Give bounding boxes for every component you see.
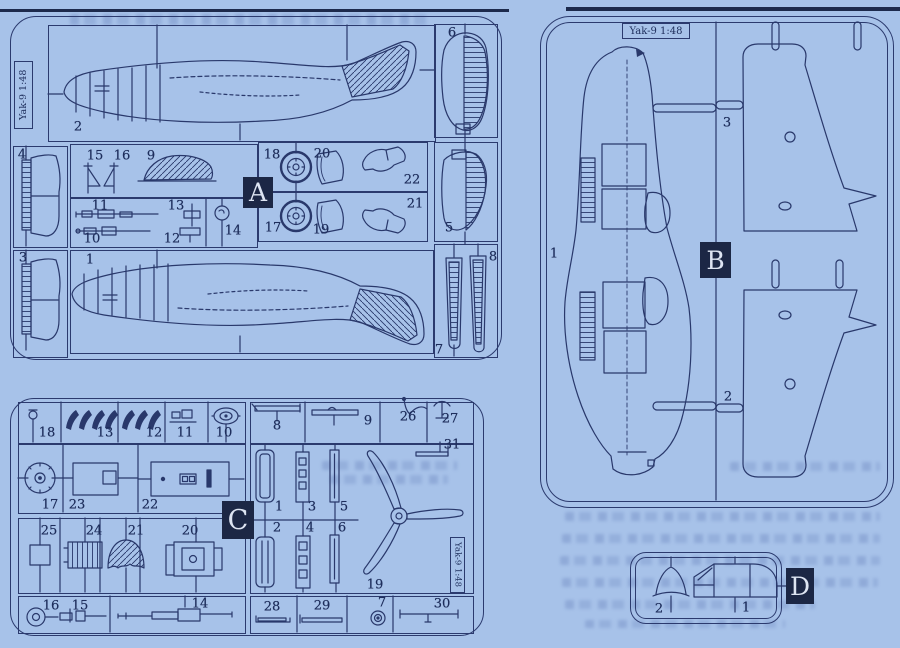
sprue-a-cell-part5 bbox=[434, 142, 498, 242]
part-number-a-19: 19 bbox=[312, 222, 330, 238]
part-number-a-21: 21 bbox=[406, 196, 424, 212]
part-number-d-2: 2 bbox=[654, 601, 664, 617]
part-number-a-12: 12 bbox=[163, 231, 181, 247]
part-number-a-7: 7 bbox=[434, 342, 444, 358]
part-number-d-1: 1 bbox=[741, 600, 751, 616]
part-number-a-14: 14 bbox=[224, 223, 242, 239]
part-number-a-22: 22 bbox=[403, 172, 421, 188]
part-number-a-13: 13 bbox=[167, 198, 185, 214]
part-number-c-25: 25 bbox=[40, 523, 58, 539]
sprue-c-tag-letter: C bbox=[227, 504, 249, 536]
part-number-c-31: 31 bbox=[443, 437, 461, 453]
sprue-a-cell-part6 bbox=[434, 24, 498, 138]
part-number-a-6: 6 bbox=[447, 25, 457, 41]
part-number-c-29: 29 bbox=[313, 598, 331, 614]
part-number-c-10: 10 bbox=[215, 425, 233, 441]
sprue-a-cell-part3 bbox=[13, 250, 68, 358]
part-number-c-23: 23 bbox=[68, 497, 86, 513]
sprue-b-scale-label: Yak-9 1:48 bbox=[622, 23, 690, 39]
sprue-a-scale-label: Yak-9 1:48 bbox=[14, 61, 33, 129]
sprue-b-panel-inner bbox=[546, 22, 888, 502]
part-number-c-27: 27 bbox=[441, 411, 459, 427]
part-number-a-1: 1 bbox=[85, 252, 95, 268]
part-number-c-22: 22 bbox=[141, 497, 159, 513]
sprue-b-tag: B bbox=[700, 242, 731, 278]
part-number-c-30: 30 bbox=[433, 596, 451, 612]
part-number-a-16: 16 bbox=[113, 148, 131, 164]
part-number-c-18: 18 bbox=[38, 425, 56, 441]
bleedthrough-text-ghost bbox=[562, 534, 880, 543]
sprue-d-tag-letter: D bbox=[789, 571, 811, 601]
bleedthrough-text-ghost bbox=[585, 620, 785, 628]
part-number-c-16: 16 bbox=[42, 598, 60, 614]
part-number-a-4: 4 bbox=[17, 147, 27, 163]
part-number-c-11: 11 bbox=[176, 425, 194, 441]
sprue-b-tag-letter: B bbox=[706, 245, 725, 275]
part-number-c-20: 20 bbox=[181, 523, 199, 539]
sprue-a-tag: A bbox=[243, 177, 273, 208]
part-number-a-17: 17 bbox=[264, 220, 282, 236]
sprue-a-panel bbox=[10, 16, 502, 360]
part-number-c-12: 12 bbox=[145, 425, 163, 441]
part-number-c-15: 15 bbox=[71, 598, 89, 614]
part-number-c-26: 26 bbox=[399, 409, 417, 425]
part-number-a-11: 11 bbox=[91, 198, 109, 214]
part-number-c-7: 7 bbox=[377, 595, 387, 611]
part-number-a-9: 9 bbox=[146, 148, 156, 164]
part-number-c-1: 1 bbox=[274, 499, 284, 515]
part-number-c-14: 14 bbox=[191, 596, 209, 612]
sprue-c-tag: C bbox=[222, 501, 254, 539]
page-edge-rule-left bbox=[0, 9, 509, 12]
bleedthrough-text-ghost bbox=[565, 512, 880, 521]
part-number-c-9: 9 bbox=[363, 413, 373, 429]
sprue-d-tag: D bbox=[786, 568, 814, 604]
part-number-a-5: 5 bbox=[444, 220, 454, 236]
part-number-b-3: 3 bbox=[722, 115, 732, 131]
part-number-a-8: 8 bbox=[488, 249, 498, 265]
part-number-a-20: 20 bbox=[313, 146, 331, 162]
bleedthrough-text-ghost bbox=[70, 14, 430, 25]
part-number-a-3: 3 bbox=[18, 250, 28, 266]
part-number-c-24: 24 bbox=[85, 523, 103, 539]
sprue-a-cell-fuselage-right bbox=[48, 25, 436, 142]
sprue-a-tag-letter: A bbox=[248, 178, 268, 207]
part-number-c-2: 2 bbox=[272, 520, 282, 536]
scale-label-text: Yak-9 1:48 bbox=[629, 25, 683, 37]
part-number-c-5: 5 bbox=[339, 499, 349, 515]
part-number-c-21: 21 bbox=[127, 523, 145, 539]
part-number-c-4: 4 bbox=[305, 520, 315, 536]
part-number-a-18: 18 bbox=[263, 147, 281, 163]
part-number-c-8: 8 bbox=[272, 418, 282, 434]
scale-label-text: Yak-9 1:48 bbox=[452, 542, 463, 588]
part-number-c-6: 6 bbox=[337, 520, 347, 536]
sprue-c-scale-label: Yak-9 1:48 bbox=[450, 537, 465, 593]
scale-label-text: Yak-9 1:48 bbox=[18, 69, 29, 121]
part-number-c-19: 19 bbox=[366, 577, 384, 593]
part-number-b-2: 2 bbox=[723, 389, 733, 405]
part-number-c-13: 13 bbox=[96, 425, 114, 441]
sprue-c-panel bbox=[10, 398, 484, 636]
part-number-c-28: 28 bbox=[263, 599, 281, 615]
sprue-c-row-strips-top bbox=[250, 402, 474, 444]
sprue-c-cell-doors-propeller bbox=[250, 444, 474, 594]
part-number-c-3: 3 bbox=[307, 499, 317, 515]
sprue-a-cell-fuselage-left bbox=[70, 250, 434, 354]
part-number-a-2: 2 bbox=[73, 119, 83, 135]
part-number-b-1: 1 bbox=[549, 246, 559, 262]
part-number-a-10: 10 bbox=[83, 231, 101, 247]
part-number-a-15: 15 bbox=[86, 148, 104, 164]
sprue-a-cell-wheels-top bbox=[258, 142, 428, 192]
part-number-c-17: 17 bbox=[41, 497, 59, 513]
sprue-b-panel-outer bbox=[540, 16, 894, 508]
page-edge-rule-right bbox=[566, 7, 900, 11]
sprue-a-cell-wheels-bottom bbox=[258, 192, 428, 242]
